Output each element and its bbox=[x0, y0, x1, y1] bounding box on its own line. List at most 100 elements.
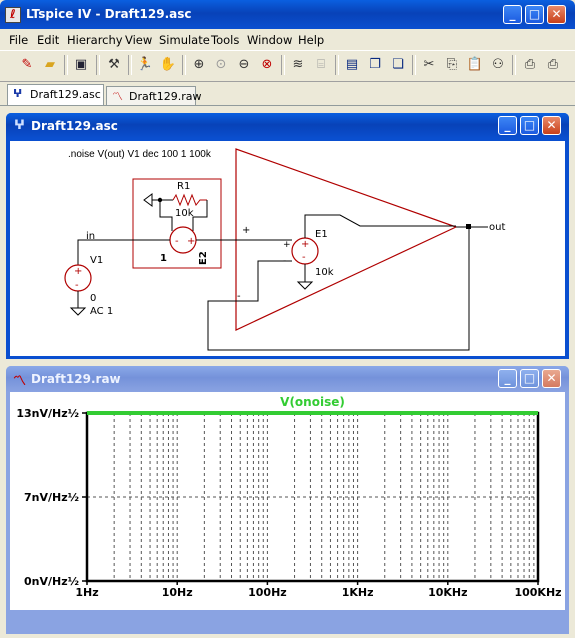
schematic-window-icon: ⵖ bbox=[14, 118, 25, 133]
waveform-window-icon: 〽 bbox=[13, 374, 27, 389]
save-icon[interactable]: ▣ bbox=[74, 57, 88, 72]
menu-hierarchy[interactable]: Hierarchy bbox=[67, 33, 123, 47]
schematic-minimize-button[interactable]: _ bbox=[498, 116, 517, 135]
tile-horizontal-icon[interactable]: ▤ bbox=[345, 57, 359, 72]
e2-resistor-block[interactable] bbox=[132, 178, 222, 269]
svg-text:-: - bbox=[75, 280, 79, 291]
menu-tools[interactable]: Tools bbox=[211, 33, 240, 47]
menu-simulate[interactable]: Simulate bbox=[159, 33, 210, 47]
svg-text:+: + bbox=[301, 239, 309, 250]
x-tick-label: 100Hz bbox=[248, 586, 287, 599]
net-out-label: out bbox=[489, 222, 505, 233]
e2-pin-label: 1 bbox=[160, 253, 167, 264]
zoom-out-icon[interactable]: ⊖ bbox=[238, 57, 250, 72]
cut-icon[interactable]: ✂ bbox=[423, 57, 435, 72]
noise-directive[interactable]: .noise V(out) V1 dec 100 1 100k bbox=[68, 149, 212, 160]
minimize-button[interactable]: _ bbox=[503, 5, 522, 24]
app-title-bar[interactable]: ℓ LTspice IV - Draft129.asc _ □ ✕ bbox=[0, 0, 575, 29]
menu-window[interactable]: Window bbox=[247, 33, 293, 47]
maximize-button[interactable]: □ bbox=[525, 5, 544, 24]
net-in-label: in bbox=[86, 231, 95, 242]
svg-text:-: - bbox=[302, 252, 306, 263]
toolbar-separator bbox=[96, 55, 100, 75]
toolbar-separator bbox=[512, 55, 516, 75]
find-binoculars-icon[interactable]: ⚇ bbox=[492, 57, 504, 72]
waveform-close-button[interactable]: ✕ bbox=[542, 369, 561, 388]
e2-label: E2 bbox=[198, 251, 209, 265]
tab-strip bbox=[0, 83, 575, 106]
run-icon[interactable]: 🏃 bbox=[136, 57, 154, 72]
y-tick-label: 13nV/Hz½ bbox=[16, 407, 79, 420]
v1-ac-label: AC 1 bbox=[90, 306, 113, 317]
menu-file[interactable]: File bbox=[9, 33, 29, 47]
open-folder-icon[interactable]: ▰ bbox=[45, 57, 55, 72]
schematic-title: Draft129.asc bbox=[31, 119, 118, 133]
menu-help[interactable]: Help bbox=[298, 33, 325, 47]
tab-schematic[interactable]: ⵖ Draft129.asc bbox=[7, 84, 104, 105]
waveform-title-bar[interactable]: 〽 Draft129.raw _ □ ✕ bbox=[6, 366, 569, 392]
schematic-canvas[interactable]: .noise V(out) V1 dec 100 1 100k + - R1 1… bbox=[10, 141, 565, 356]
copy-icon[interactable]: ⎘ bbox=[446, 57, 458, 72]
x-tick-label: 1Hz bbox=[75, 586, 98, 599]
x-tick-label: 10Hz bbox=[162, 586, 193, 599]
r1-resistor[interactable] bbox=[172, 193, 207, 207]
app-title: LTspice IV - Draft129.asc bbox=[26, 7, 192, 21]
print-icon[interactable]: ⎙ bbox=[547, 57, 559, 72]
schematic-tab-icon: ⵖ bbox=[13, 87, 23, 100]
halt-hand-icon[interactable]: ✋ bbox=[159, 57, 177, 72]
menu-view[interactable]: View bbox=[125, 33, 153, 47]
pan-icon[interactable]: ⊙ bbox=[215, 57, 227, 72]
schematic-close-button[interactable]: ✕ bbox=[542, 116, 561, 135]
new-schematic-icon[interactable]: ✎ bbox=[21, 57, 33, 72]
r1-value: 10k bbox=[175, 208, 194, 219]
v1-label: V1 bbox=[90, 255, 103, 266]
svg-text:+: + bbox=[187, 236, 195, 247]
tab-waveform[interactable]: 〽 Draft129.raw bbox=[106, 86, 201, 105]
opamp-plus-label: + bbox=[242, 225, 250, 236]
svg-text:-: - bbox=[175, 236, 179, 247]
waveform-minimize-button[interactable]: _ bbox=[498, 369, 517, 388]
zoom-in-icon[interactable]: ⊕ bbox=[193, 57, 205, 72]
autorange-icon[interactable]: ≋ bbox=[292, 57, 304, 72]
zoom-cancel-icon[interactable]: ⊗ bbox=[261, 57, 273, 72]
tile-windows-icon[interactable]: ❏ bbox=[392, 57, 404, 72]
toolbar-separator bbox=[281, 55, 285, 75]
ltspice-logo-icon[interactable]: ℓ bbox=[5, 7, 21, 23]
v1-value: 0 bbox=[90, 293, 96, 304]
toolbar bbox=[0, 50, 575, 82]
cascade-icon[interactable]: ❐ bbox=[369, 57, 381, 72]
tab-label: Draft129.asc bbox=[30, 88, 101, 101]
x-tick-label: 10KHz bbox=[428, 586, 467, 599]
waveform-maximize-button[interactable]: □ bbox=[520, 369, 539, 388]
toolbar-separator bbox=[128, 55, 132, 75]
print-preview-icon[interactable]: ⎙ bbox=[524, 57, 536, 72]
svg-text:+: + bbox=[283, 240, 291, 250]
toolbar-separator bbox=[412, 55, 416, 75]
schematic-title-bar[interactable]: ⵖ Draft129.asc _ □ ✕ bbox=[6, 113, 569, 139]
plot-grid bbox=[87, 413, 538, 581]
menu-bar: File Edit Hierarchy View Simulate Tools … bbox=[0, 33, 575, 49]
x-tick-label: 100KHz bbox=[514, 586, 561, 599]
schematic-maximize-button[interactable]: □ bbox=[520, 116, 539, 135]
trace-label[interactable]: V(onoise) bbox=[280, 395, 345, 409]
opamp-minus-label: - bbox=[237, 291, 241, 302]
control-panel-icon[interactable]: ⚒ bbox=[108, 57, 120, 72]
svg-text:+: + bbox=[74, 266, 82, 277]
ground-e1-icon bbox=[296, 281, 314, 290]
y-tick-label: 0nV/Hz½ bbox=[24, 575, 79, 588]
toolbar-separator bbox=[182, 55, 186, 75]
toolbar-separator bbox=[64, 55, 68, 75]
tab-label: Draft129.raw bbox=[129, 90, 202, 103]
e1-label: E1 bbox=[315, 229, 328, 240]
fit-icon[interactable]: ⌸ bbox=[317, 57, 325, 72]
paste-icon[interactable]: 📋 bbox=[466, 57, 484, 72]
waveform-tab-icon: 〽 bbox=[112, 90, 123, 103]
close-button[interactable]: ✕ bbox=[547, 5, 566, 24]
ground-v1-icon bbox=[69, 307, 87, 316]
waveform-title: Draft129.raw bbox=[31, 372, 121, 386]
toolbar-separator bbox=[335, 55, 339, 75]
menu-edit[interactable]: Edit bbox=[37, 33, 60, 47]
r1-label: R1 bbox=[177, 181, 190, 192]
e1-value: 10k bbox=[315, 267, 334, 278]
